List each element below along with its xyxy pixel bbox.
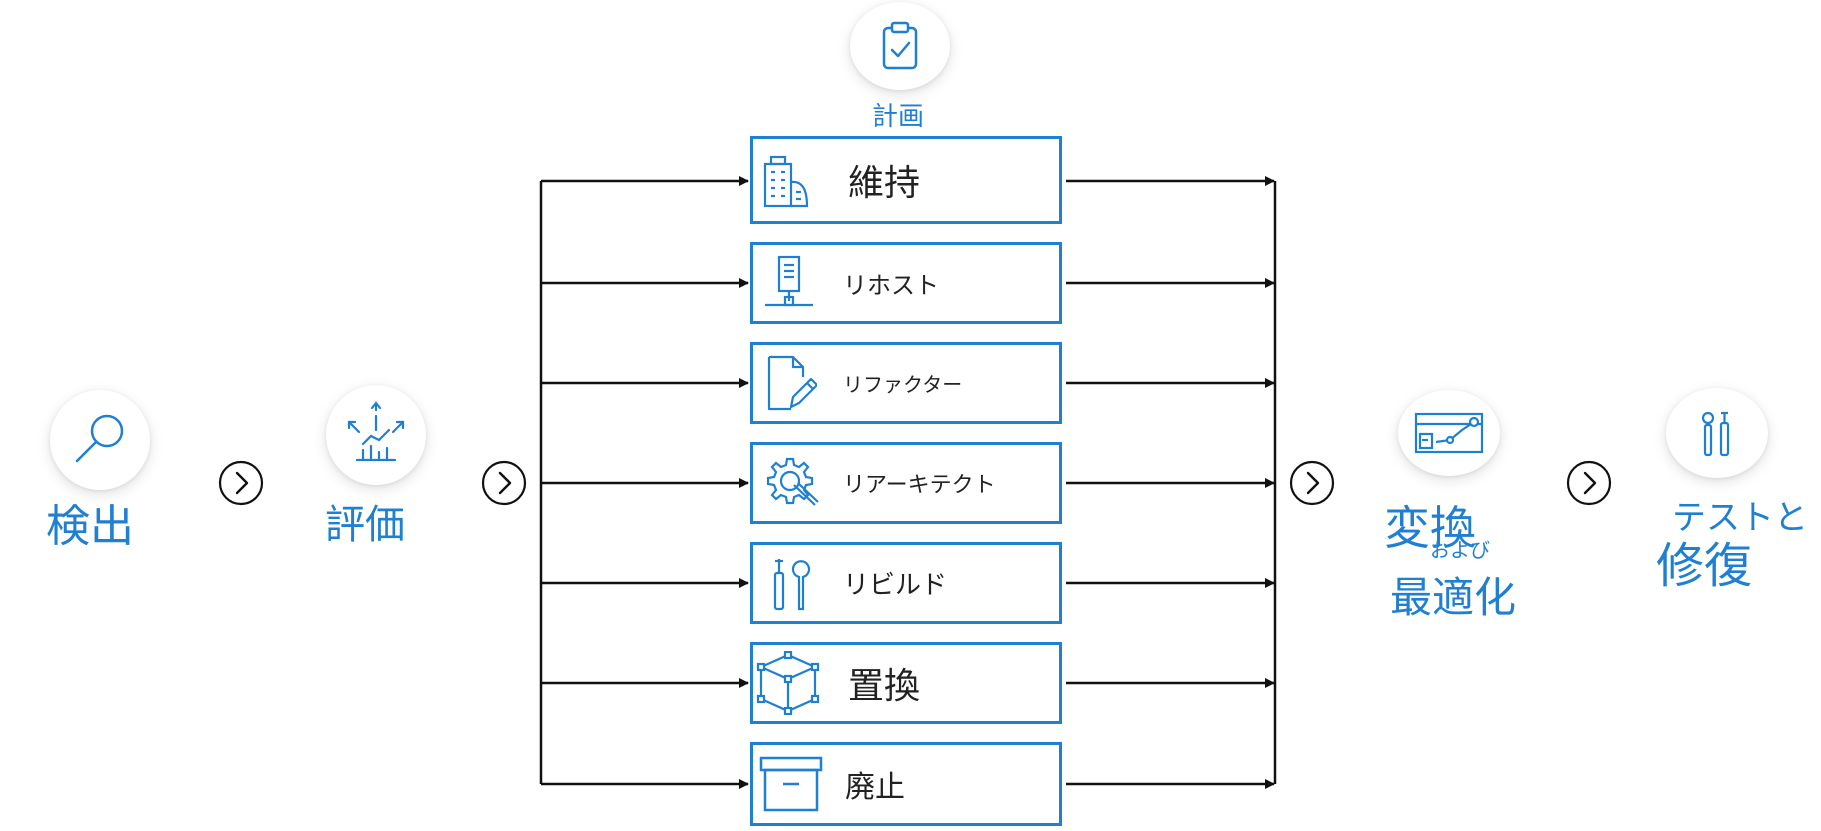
plan-label: 計画 bbox=[872, 102, 925, 132]
option-rebuild: リビルド bbox=[750, 542, 1062, 624]
chevron-right-icon bbox=[481, 460, 527, 506]
option-rehost: リホスト bbox=[750, 242, 1062, 324]
discover-label: 検出 bbox=[46, 501, 134, 552]
test-label-line2: 修復 bbox=[1656, 538, 1753, 594]
optimize-label: 最適化 bbox=[1390, 573, 1517, 622]
test-label-line1: テストと bbox=[1672, 498, 1808, 538]
option-label: 廃止 bbox=[845, 770, 905, 805]
chevron-right-icon bbox=[218, 460, 264, 506]
chevron-right-icon bbox=[1289, 460, 1335, 506]
transform-connector-label: および bbox=[1430, 538, 1490, 562]
dashboard-icon bbox=[1414, 412, 1484, 454]
option-rearchitect: リアーキテクト bbox=[750, 442, 1062, 524]
transform-circle bbox=[1398, 390, 1500, 476]
discover-circle bbox=[50, 390, 150, 490]
archive-box-icon bbox=[759, 756, 823, 812]
server-icon bbox=[765, 255, 813, 307]
option-retire: 廃止 bbox=[750, 742, 1062, 826]
cube-icon bbox=[756, 651, 820, 715]
tools-icon bbox=[1701, 411, 1730, 457]
option-label: リアーキテクト bbox=[843, 473, 996, 498]
assess-label: 評価 bbox=[325, 502, 405, 548]
assess-circle bbox=[326, 385, 426, 485]
option-label: リビルド bbox=[843, 570, 948, 601]
magnifier-icon bbox=[75, 414, 124, 463]
option-label: 置換 bbox=[848, 666, 921, 707]
document-edit-icon bbox=[767, 355, 817, 411]
tools-icon bbox=[773, 559, 811, 611]
option-retain: 維持 bbox=[750, 136, 1062, 224]
building-icon bbox=[763, 155, 809, 208]
test-circle bbox=[1666, 388, 1768, 478]
option-label: リファクター bbox=[843, 372, 963, 397]
option-label: 維持 bbox=[848, 163, 921, 204]
plan-circle bbox=[850, 2, 950, 90]
gear-wrench-icon bbox=[766, 457, 819, 506]
option-label: リホスト bbox=[843, 271, 939, 300]
option-replace: 置換 bbox=[750, 642, 1062, 724]
clipboard-check-icon bbox=[882, 21, 918, 70]
transform-label: 変換 bbox=[1384, 501, 1476, 555]
assessment-icon bbox=[347, 401, 405, 462]
chevron-right-icon bbox=[1566, 460, 1612, 506]
option-refactor: リファクター bbox=[750, 342, 1062, 424]
